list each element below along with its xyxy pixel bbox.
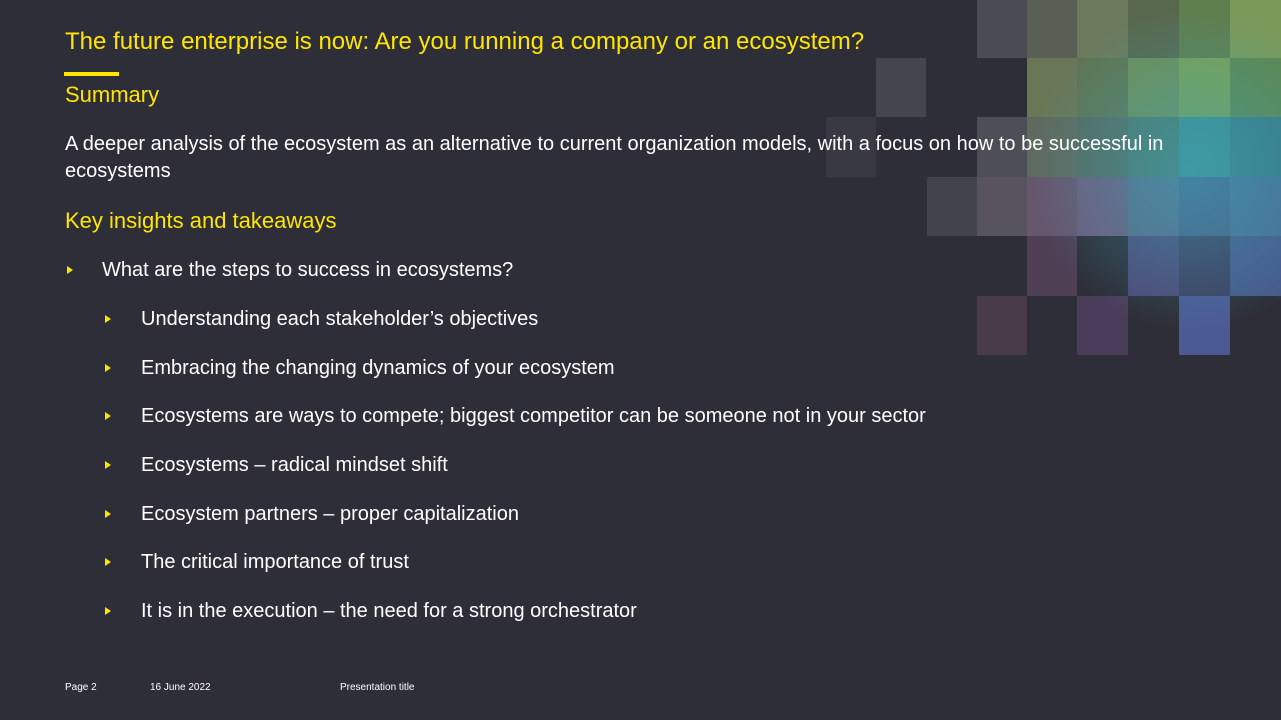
- main-bullet: What are the steps to success in ecosyst…: [102, 259, 514, 281]
- sub-bullet: Ecosystem partners – proper capitalizati…: [141, 503, 519, 525]
- insights-heading: Key insights and takeaways: [65, 208, 337, 233]
- bullet-marker-icon: [105, 510, 111, 518]
- summary-text: A deeper analysis of the ecosystem as an…: [65, 133, 1164, 182]
- title-underline: [64, 72, 119, 76]
- sub-bullet: It is in the execution – the need for a …: [141, 600, 637, 622]
- bullet-marker-icon: [105, 364, 111, 372]
- sub-bullet: Ecosystems are ways to compete; biggest …: [141, 405, 926, 427]
- bullet-marker-icon: [105, 461, 111, 469]
- footer-page-number: Page 2: [65, 682, 97, 693]
- sub-bullet: Embracing the changing dynamics of your …: [141, 357, 615, 379]
- sub-bullet: Understanding each stakeholder’s objecti…: [141, 308, 539, 330]
- bullet-marker-icon: [105, 315, 111, 323]
- bullet-marker-icon: [105, 412, 111, 420]
- bullet-marker-icon: [105, 607, 111, 615]
- footer-presentation-title: Presentation title: [340, 682, 415, 693]
- footer-date: 16 June 2022: [150, 682, 211, 693]
- summary-heading: Summary: [65, 82, 160, 107]
- bullet-marker-icon: [105, 558, 111, 566]
- sub-bullet: Ecosystems – radical mindset shift: [141, 454, 448, 476]
- bullet-marker-icon: [67, 266, 73, 274]
- page-title: The future enterprise is now: Are you ru…: [65, 28, 865, 55]
- sub-bullet: The critical importance of trust: [141, 551, 409, 573]
